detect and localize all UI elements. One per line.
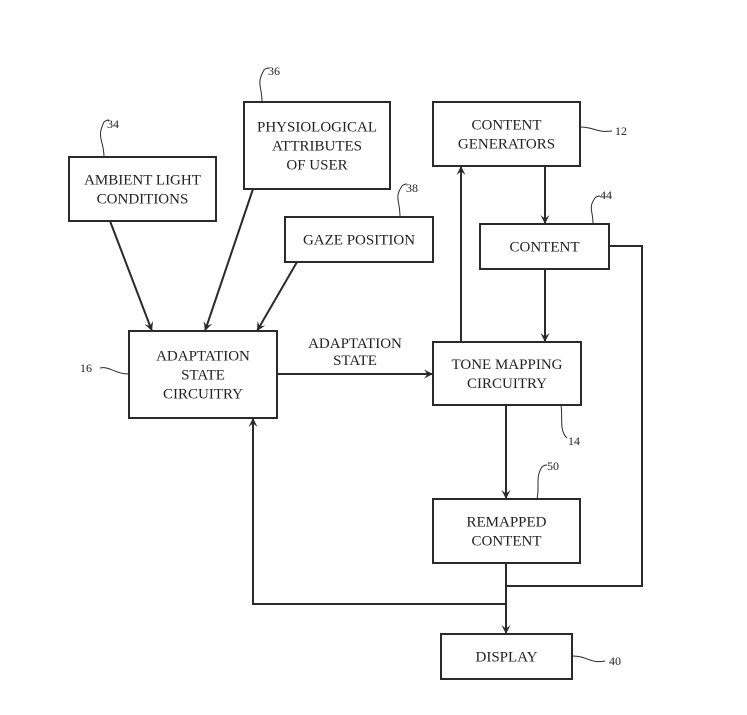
edge-label: STATE (333, 353, 377, 369)
edge-remapped-to-adaptation (252, 418, 506, 605)
edge-generators-to-content-arrowhead (540, 215, 550, 224)
node-ambient: AMBIENT LIGHT CONDITIONS (68, 156, 217, 222)
ref-lead-line (99, 367, 130, 375)
node-label: CIRCUITRY (467, 376, 547, 392)
edge-adaptation-to-tone-arrowhead (424, 369, 433, 379)
ref-number: 40 (609, 654, 621, 668)
ref-number: 34 (107, 117, 119, 131)
node-label: CIRCUITRY (163, 387, 243, 403)
node-display: DISPLAY (440, 633, 573, 680)
node-label: ATTRIBUTES (272, 139, 362, 155)
edge-tone-to-generators-arrowhead (456, 166, 466, 175)
node-remapped: REMAPPED CONTENT (432, 498, 581, 564)
ref-lead-line (590, 195, 601, 225)
node-box (432, 101, 581, 167)
edge-remapped-to-display-arrowhead (501, 625, 511, 634)
node-adaptation: ADAPTATION STATE CIRCUITRY (128, 330, 278, 419)
node-box (128, 330, 278, 419)
node-label: STATE (181, 368, 225, 384)
node-label: AMBIENT LIGHT (84, 173, 201, 189)
edge-content-to-tone-arrowhead (540, 333, 550, 342)
ref-number: 50 (547, 459, 559, 473)
ref-lead-line (579, 126, 613, 132)
node-box (284, 216, 434, 263)
ref-lead-line (397, 183, 408, 218)
node-label: CONDITIONS (97, 192, 189, 208)
node-generators: CONTENT GENERATORS (432, 101, 581, 167)
node-label: GAZE POSITION (303, 233, 415, 249)
node-label: REMAPPED (466, 515, 546, 531)
edge-content-to-display (506, 245, 643, 587)
ref-number: 16 (80, 361, 92, 375)
node-tone: TONE MAPPING CIRCUITRY (432, 341, 582, 406)
node-content: CONTENT (479, 223, 610, 270)
node-label: DISPLAY (476, 650, 538, 666)
node-label: OF USER (286, 158, 347, 174)
node-box (440, 633, 573, 680)
ref-number: 14 (568, 434, 580, 448)
node-box (432, 341, 582, 406)
ref-lead-line (560, 404, 568, 439)
ref-lead-line (99, 119, 110, 158)
ref-number: 36 (268, 64, 280, 78)
edge-ambient-to-adaptation-arrowhead (144, 320, 153, 331)
edge-gaze-to-adaptation (256, 261, 298, 332)
node-label: CONTENT (510, 240, 580, 256)
node-box (68, 156, 217, 222)
edge-physio-to-adaptation-arrowhead (203, 321, 213, 331)
edge-remapped-to-adaptation-arrowhead (248, 418, 258, 427)
ref-lead-line (259, 67, 270, 103)
ref-number: 44 (600, 188, 612, 202)
ref-lead-line (536, 464, 548, 500)
node-physio: PHYSIOLOGICAL ATTRIBUTES OF USER (243, 101, 391, 190)
node-label: GENERATORS (458, 137, 555, 153)
node-gaze: GAZE POSITION (284, 216, 434, 263)
ref-lead-line (571, 655, 606, 663)
node-label: CONTENT (472, 534, 542, 550)
edge-label: ADAPTATION (308, 336, 402, 352)
node-label: PHYSIOLOGICAL (257, 120, 377, 136)
edge-physio-to-adaptation (204, 188, 254, 332)
edge-gaze-to-adaptation-arrowhead (257, 320, 266, 331)
edge-tone-to-remapped-arrowhead (501, 490, 511, 499)
node-label: ADAPTATION (156, 349, 250, 365)
node-label: CONTENT (472, 118, 542, 134)
edge-ambient-to-adaptation (109, 220, 153, 332)
ref-number: 12 (615, 124, 627, 138)
node-box (479, 223, 610, 270)
node-box (432, 498, 581, 564)
node-label: TONE MAPPING (452, 357, 563, 373)
ref-number: 38 (406, 181, 418, 195)
node-box (243, 101, 391, 190)
